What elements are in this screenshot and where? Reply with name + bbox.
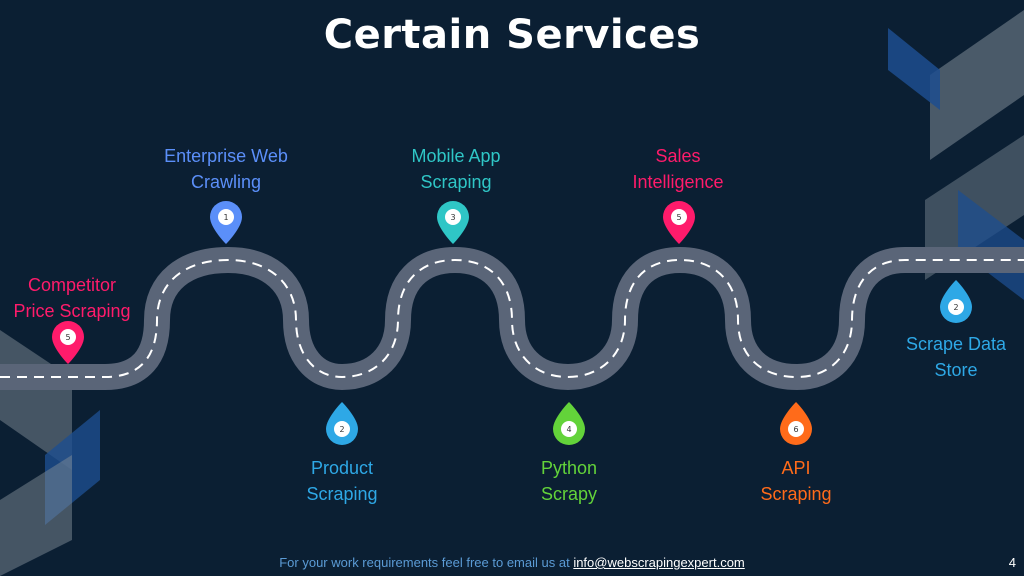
slide-title: Certain Services <box>323 12 701 58</box>
label-sales: Sales Intelligence <box>598 143 758 195</box>
label-sales-line1: Sales <box>655 146 701 166</box>
pin-number: 6 <box>793 425 798 434</box>
pin-number: 3 <box>450 213 455 222</box>
label-api-line1: API <box>781 458 811 478</box>
pin-number: 2 <box>339 425 344 434</box>
map-pin-icon: 5 <box>663 201 695 244</box>
map-pin-icon: 2 <box>326 402 358 445</box>
label-competitor-line2: Price Scraping <box>13 301 131 321</box>
label-python-line1: Python <box>540 458 598 478</box>
label-store-line2: Store <box>934 360 978 380</box>
label-product-line1: Product <box>310 458 374 478</box>
label-competitor: Competitor Price Scraping <box>0 272 152 324</box>
map-pin-icon: 6 <box>780 402 812 445</box>
label-api-line2: Scraping <box>760 484 832 504</box>
label-enterprise: Enterprise Web Crawling <box>146 143 306 195</box>
pin-number: 4 <box>566 425 571 434</box>
label-mobile: Mobile App Scraping <box>376 143 536 195</box>
page-number: 4 <box>1008 555 1016 570</box>
pin-number: 5 <box>65 333 70 342</box>
label-api: API Scraping <box>716 455 876 507</box>
pin-number: 1 <box>223 213 228 222</box>
email-link[interactable]: info@webscrapingexpert.com <box>573 555 745 570</box>
map-pin-icon: 4 <box>553 402 585 445</box>
label-competitor-line1: Competitor <box>27 275 117 295</box>
deco-stripe-blue-top <box>888 28 940 110</box>
label-enterprise-line1: Enterprise Web <box>164 146 288 166</box>
label-python-line2: Scrapy <box>540 484 598 504</box>
label-mobile-line1: Mobile App <box>411 146 501 166</box>
map-pin-icon: 3 <box>437 201 469 244</box>
label-product: Product Scraping <box>262 455 422 507</box>
label-store: Scrape Data Store <box>876 331 1024 383</box>
pin-number: 2 <box>953 303 958 312</box>
footer: For your work requirements feel free to … <box>0 555 1024 570</box>
footer-text: For your work requirements feel free to … <box>279 555 570 570</box>
map-pin-icon: 2 <box>940 280 972 323</box>
pin-number: 5 <box>676 213 681 222</box>
map-pin-icon: 1 <box>210 201 242 244</box>
label-python: Python Scrapy <box>489 455 649 507</box>
label-enterprise-line2: Crawling <box>190 172 262 192</box>
map-pin-icon: 5 <box>52 321 84 364</box>
road-center-dashes <box>0 258 1024 379</box>
label-sales-line2: Intelligence <box>632 172 724 192</box>
label-store-line1: Scrape Data <box>905 334 1007 354</box>
label-mobile-line2: Scraping <box>420 172 492 192</box>
label-product-line2: Scraping <box>306 484 378 504</box>
deco-stripe-gray-bottom <box>0 455 72 576</box>
deco-stripe-gray-top <box>930 10 1024 160</box>
